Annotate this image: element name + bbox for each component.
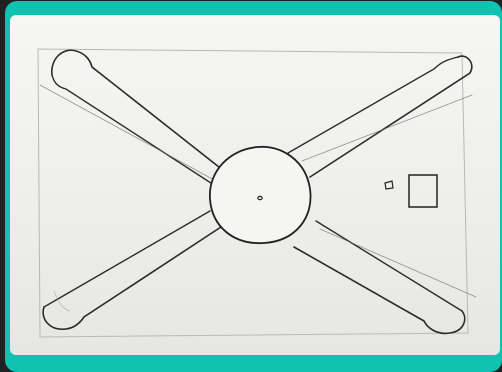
sketch-photo bbox=[10, 15, 500, 355]
arm-bottom-right-upper bbox=[316, 221, 462, 311]
sketch-drawing bbox=[10, 15, 500, 355]
arm-bottom-left-upper bbox=[44, 211, 210, 307]
arm-top-left-lower bbox=[52, 75, 214, 185]
arm-top-right-inner bbox=[302, 95, 472, 161]
small-square bbox=[409, 175, 437, 207]
center-circle bbox=[210, 147, 311, 243]
arm-top-right-upper bbox=[288, 57, 458, 153]
arm-top-left bbox=[52, 50, 224, 171]
arm-bottom-left bbox=[43, 225, 224, 329]
arm-bottom-right-inner bbox=[320, 229, 476, 297]
tiny-mark bbox=[385, 181, 393, 189]
arm-top-right bbox=[310, 56, 472, 177]
arm-top-left-inner bbox=[40, 85, 216, 181]
